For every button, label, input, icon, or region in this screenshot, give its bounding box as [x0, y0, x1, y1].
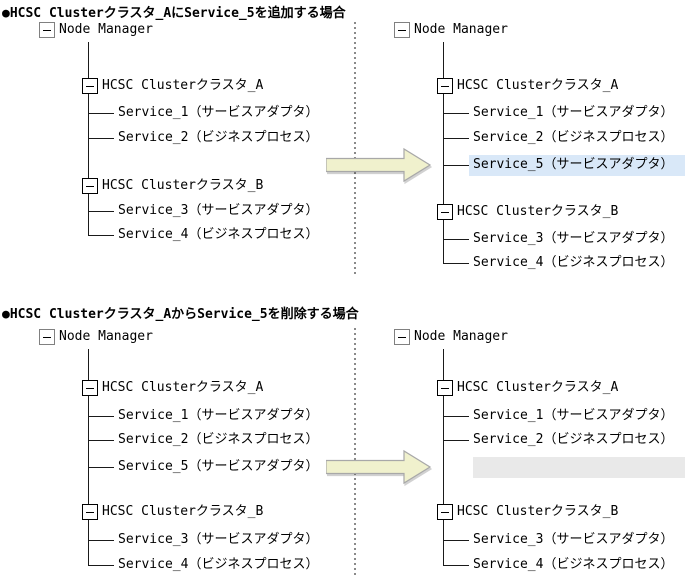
service-4-label: Service_4（ビジネスプロセス） — [118, 227, 319, 242]
cluster-a-label: HCSC Clusterクラスタ_A — [102, 78, 264, 93]
minus-box-icon — [437, 78, 453, 94]
tree-connector — [443, 138, 469, 139]
tree-connector — [443, 165, 469, 166]
minus-box-icon — [394, 22, 410, 38]
minus-glyph — [441, 512, 449, 513]
service-1-label: Service_1（サービスアダプタ） — [118, 408, 319, 423]
tree-connector — [443, 349, 444, 380]
tree-connector — [88, 138, 114, 139]
tree-connector — [443, 239, 469, 240]
tree-connector — [443, 565, 469, 566]
tree-connector — [88, 94, 89, 178]
tree-connector — [443, 263, 469, 264]
service-3-label: Service_3（サービスアダプタ） — [118, 532, 319, 547]
tree-connector — [88, 194, 89, 235]
tree-connector — [88, 42, 89, 78]
service-4-label: Service_4（ビジネスプロセス） — [473, 557, 674, 572]
service-3-label: Service_3（サービスアダプタ） — [473, 532, 674, 547]
tree-connector — [88, 440, 114, 441]
cluster-b-label: HCSC Clusterクラスタ_B — [457, 504, 619, 519]
minus-glyph — [86, 512, 94, 513]
dotted-separator — [354, 328, 356, 578]
tree-connector — [443, 42, 444, 78]
transition-arrow-icon — [326, 147, 432, 183]
minus-box-icon — [82, 380, 98, 396]
service-2-label: Service_2（ビジネスプロセス） — [118, 432, 319, 447]
minus-box-icon — [39, 329, 55, 345]
minus-glyph — [43, 337, 51, 338]
tree-connector — [88, 396, 89, 504]
tree-connector — [88, 349, 89, 380]
tree-connector — [88, 113, 114, 114]
cluster-a-label: HCSC Clusterクラスタ_A — [457, 380, 619, 395]
cluster-a-label: HCSC Clusterクラスタ_A — [102, 380, 264, 395]
section-add-title: ●HCSC Clusterクラスタ_AにService_5を追加する場合 — [2, 6, 346, 21]
service-2-label: Service_2（ビジネスプロセス） — [473, 130, 674, 145]
minus-box-icon — [39, 22, 55, 38]
added-service-highlight — [469, 155, 685, 176]
tree-connector — [443, 440, 469, 441]
tree-connector — [443, 94, 444, 204]
service-4-label: Service_4（ビジネスプロセス） — [473, 255, 674, 270]
section-delete-title: ●HCSC Clusterクラスタ_AからService_5を削除する場合 — [2, 307, 359, 322]
minus-glyph — [86, 388, 94, 389]
service-3-label: Service_3（サービスアダプタ） — [118, 203, 319, 218]
node-manager-label: Node Manager — [59, 22, 153, 37]
minus-glyph — [398, 337, 406, 338]
tree-connector — [88, 467, 114, 468]
tree-connector — [443, 220, 444, 263]
minus-glyph — [441, 86, 449, 87]
service-5-label: Service_5（サービスアダプタ） — [118, 459, 319, 474]
tree-connector — [88, 540, 114, 541]
service-5-label: Service_5（サービスアダプタ） — [473, 157, 674, 172]
dotted-separator — [354, 22, 356, 274]
tree-connector — [88, 565, 114, 566]
service-1-label: Service_1（サービスアダプタ） — [118, 105, 319, 120]
cluster-a-label: HCSC Clusterクラスタ_A — [457, 78, 619, 93]
minus-glyph — [86, 186, 94, 187]
minus-glyph — [398, 30, 406, 31]
minus-glyph — [441, 388, 449, 389]
service-3-label: Service_3（サービスアダプタ） — [473, 231, 674, 246]
minus-box-icon — [437, 204, 453, 220]
service-4-label: Service_4（ビジネスプロセス） — [118, 557, 319, 572]
tree-connector — [88, 520, 89, 565]
tree-connector — [443, 396, 444, 504]
minus-box-icon — [82, 78, 98, 94]
tree-connector — [443, 520, 444, 565]
service-1-label: Service_1（サービスアダプタ） — [473, 408, 674, 423]
cluster-b-label: HCSC Clusterクラスタ_B — [102, 504, 264, 519]
node-manager-label: Node Manager — [59, 329, 153, 344]
tree-connector — [443, 113, 469, 114]
node-manager-label: Node Manager — [414, 22, 508, 37]
node-manager-label: Node Manager — [414, 329, 508, 344]
tree-connector — [443, 540, 469, 541]
minus-glyph — [43, 30, 51, 31]
cluster-b-label: HCSC Clusterクラスタ_B — [457, 204, 619, 219]
minus-glyph — [86, 86, 94, 87]
minus-box-icon — [82, 178, 98, 194]
minus-box-icon — [394, 329, 410, 345]
minus-glyph — [441, 212, 449, 213]
service-2-label: Service_2（ビジネスプロセス） — [473, 432, 674, 447]
minus-box-icon — [437, 504, 453, 520]
minus-box-icon — [437, 380, 453, 396]
tree-connector — [88, 416, 114, 417]
service-2-label: Service_2（ビジネスプロセス） — [118, 130, 319, 145]
transition-arrow-icon — [326, 449, 432, 485]
removed-service-placeholder — [473, 457, 685, 478]
service-1-label: Service_1（サービスアダプタ） — [473, 105, 674, 120]
cluster-b-label: HCSC Clusterクラスタ_B — [102, 178, 264, 193]
tree-connector — [443, 416, 469, 417]
tree-connector — [88, 235, 114, 236]
minus-box-icon — [82, 504, 98, 520]
tree-connector — [88, 211, 114, 212]
